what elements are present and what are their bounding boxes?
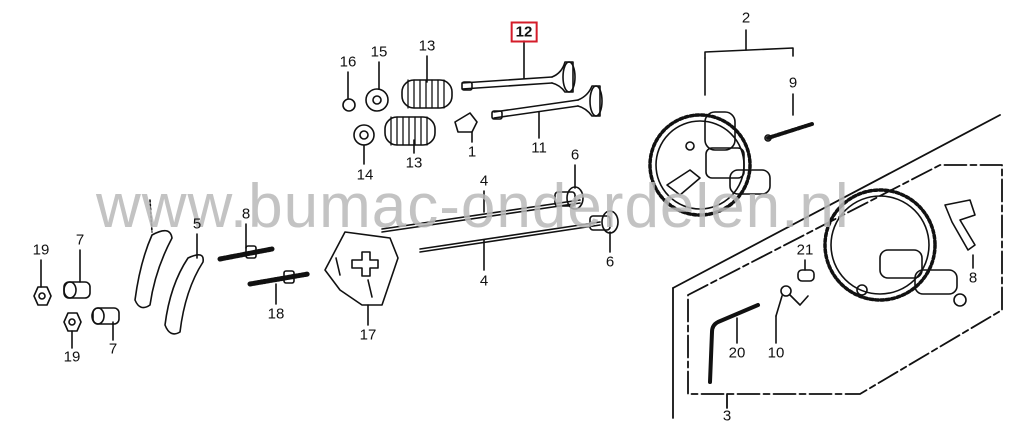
part-label-19: 19 (63, 348, 81, 366)
nut-lower-icon (63, 312, 82, 332)
camshaft-gear-lower-icon (823, 188, 967, 307)
part-label-16: 16 (339, 53, 357, 71)
valve-part-11-icon (491, 85, 603, 120)
part-label-11: 11 (531, 139, 547, 157)
valve-spring-upper-icon (401, 79, 453, 109)
stud-bolt-upper-icon (217, 245, 275, 262)
watermark-text: www.bumac-onderdelen.nl (96, 172, 850, 241)
spring-part-9-icon (764, 122, 814, 142)
guide-plate-part-17-icon (324, 231, 399, 306)
camshaft-gear-upper-icon (648, 111, 771, 217)
part-label-4: 4 (479, 272, 489, 290)
part-label-7: 7 (108, 340, 118, 358)
part-label-5: 5 (192, 215, 202, 233)
stud-bolt-lower-icon (247, 270, 311, 287)
part-label-19: 19 (32, 241, 50, 259)
part-label-1: 1 (467, 143, 477, 161)
part-label-9: 9 (788, 74, 798, 92)
part-label-17: 17 (359, 326, 377, 344)
nut-upper-icon (33, 286, 52, 306)
pivot-upper-icon (63, 281, 91, 299)
key-part-20-icon (708, 303, 760, 384)
part-label-14: 14 (356, 166, 374, 184)
bracket-part-2 (704, 29, 794, 116)
part-label-2: 2 (741, 9, 751, 27)
lever-part-8-icon (944, 199, 976, 251)
retainer-part-15-icon (365, 88, 389, 112)
part-label-3: 3 (722, 407, 732, 425)
valve-part-12-icon (461, 61, 576, 93)
pin-part-21-icon (797, 269, 815, 282)
spring-part-10-icon (775, 285, 809, 317)
pivot-lower-icon (91, 307, 120, 325)
valve-stem-seal-part-1-icon (454, 112, 478, 133)
rocker-arm-left-icon (134, 199, 173, 309)
spring-seat-part-14-icon (353, 124, 375, 146)
pushrod-upper-icon (381, 199, 581, 233)
part-label-7: 7 (75, 231, 85, 249)
part-label-21: 21 (796, 241, 814, 259)
rocker-arm-right-icon (164, 254, 205, 335)
valve-cap-part-16-icon (342, 98, 356, 112)
part-label-8: 8 (968, 269, 978, 287)
part-label-4: 4 (479, 172, 489, 190)
part-label-10: 10 (767, 344, 785, 362)
pushrod-lower-icon (419, 221, 601, 253)
valve-spring-lower-icon (384, 116, 436, 146)
part-label-8: 8 (241, 205, 251, 223)
part-label-20: 20 (728, 344, 746, 362)
part-label-6: 6 (570, 146, 580, 164)
camshaft-assembly-box-part-3 (672, 114, 1003, 419)
part-label-12: 12 (510, 21, 538, 43)
part-label-13: 13 (418, 37, 436, 55)
part-label-13: 13 (405, 154, 423, 172)
part-label-6: 6 (605, 253, 615, 271)
part-label-18: 18 (267, 305, 285, 323)
part-label-15: 15 (370, 43, 388, 61)
